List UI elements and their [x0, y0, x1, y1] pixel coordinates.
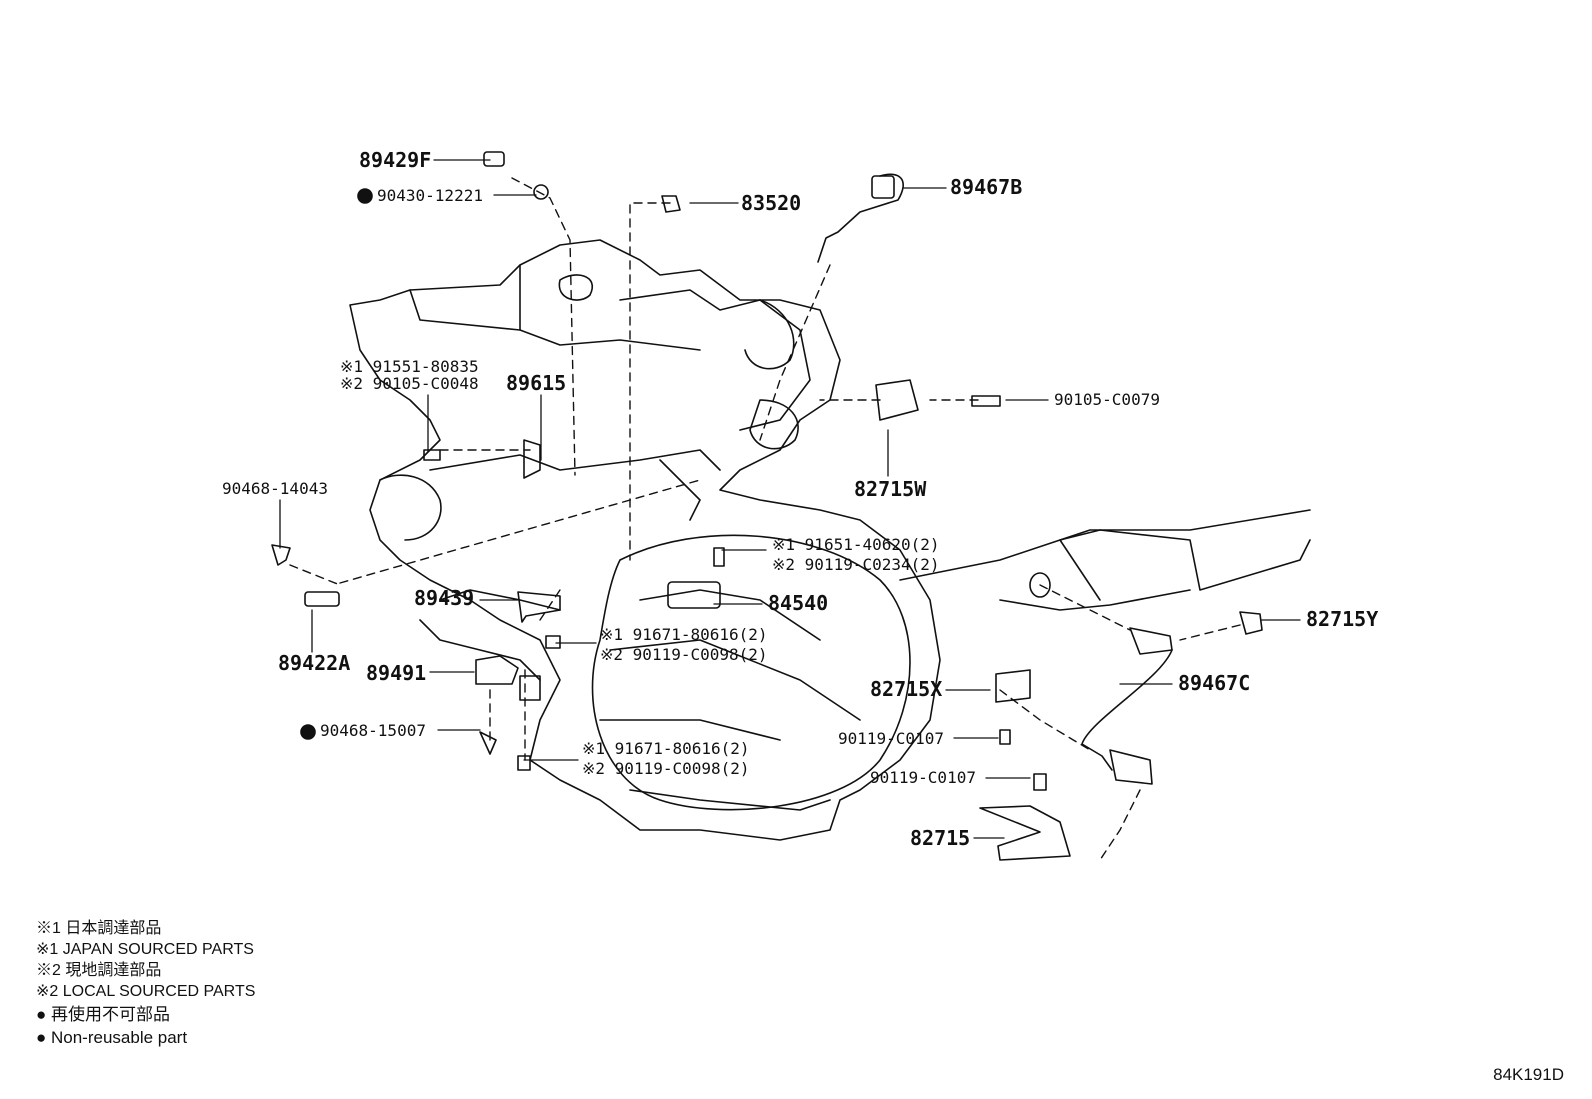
label-90105-C0048: ※2 90105-C0048 [340, 374, 479, 393]
label-90119-C0234: ※2 90119-C0234(2) [772, 555, 940, 574]
label-90105-C0079: 90105-C0079 [1054, 390, 1160, 409]
solid-leaders [279, 159, 1301, 839]
label-91551-80835: ※1 91551-80835 [340, 357, 479, 376]
label-89422A: 89422A [278, 651, 350, 675]
label-90119-C0107-a: 90119-C0107 [838, 729, 944, 748]
label-90119-C0098-a: ※2 90119-C0098(2) [600, 645, 768, 664]
label-90468-15007: 90468-15007 [320, 721, 426, 740]
label-90468-14043: 90468-14043 [222, 479, 328, 498]
part-glyphs [271, 151, 1263, 861]
legend-row: ● 再使用不可部品 [36, 1005, 170, 1024]
label-91671-80616-a: ※1 91671-80616(2) [600, 625, 768, 644]
label-89439: 89439 [414, 586, 474, 610]
label-89429F: 89429F [359, 148, 431, 172]
dashed-leaders [289, 177, 1241, 861]
engine-outline [349, 239, 1311, 841]
label-89615: 89615 [506, 371, 566, 395]
label-91651-40620: ※1 91651-40620(2) [772, 535, 940, 554]
legend-row: ※1 JAPAN SOURCED PARTS [36, 941, 254, 958]
label-82715X: 82715X [870, 677, 942, 701]
label-83520: 83520 [741, 191, 801, 215]
label-90430-12221: 90430-12221 [377, 186, 483, 205]
legend-row: ※2 LOCAL SOURCED PARTS [36, 983, 256, 1000]
label-84540: 84540 [768, 591, 828, 615]
label-91671-80616-b: ※1 91671-80616(2) [582, 739, 750, 758]
label-89467B: 89467B [950, 175, 1022, 199]
label-82715: 82715 [910, 826, 970, 850]
label-82715Y: 82715Y [1306, 607, 1378, 631]
label-89467C: 89467C [1178, 671, 1250, 695]
legend-row: ※1 日本調達部品 [36, 920, 162, 937]
legend-row: ● Non-reusable part [36, 1028, 188, 1047]
non-reusable-dot [300, 724, 316, 740]
label-89491: 89491 [366, 661, 426, 685]
legend: ※1 日本調達部品 ※1 JAPAN SOURCED PARTS ※2 現地調達… [36, 918, 255, 1048]
legend-row: ※2 現地調達部品 [36, 962, 162, 979]
label-90119-C0107-b: 90119-C0107 [870, 768, 976, 787]
diagram-code: 84K191D [1493, 1065, 1564, 1084]
non-reusable-dot [357, 188, 373, 204]
label-82715W: 82715W [854, 477, 927, 501]
label-90119-C0098-b: ※2 90119-C0098(2) [582, 759, 750, 778]
